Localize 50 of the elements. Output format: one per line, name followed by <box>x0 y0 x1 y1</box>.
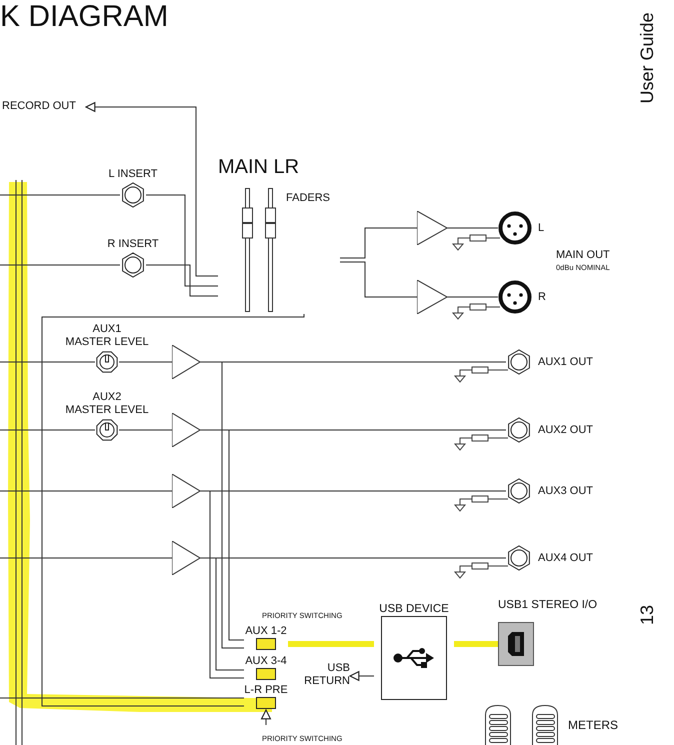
page-number: 13 <box>638 604 658 626</box>
control-label: R INSERT <box>107 238 159 251</box>
control-label: AUX2 <box>92 391 122 404</box>
output-label: MAIN OUT <box>556 249 610 262</box>
signal-line <box>0 490 172 492</box>
output-label: AUX3 OUT <box>538 484 594 498</box>
signal-line <box>446 296 498 298</box>
signal-line <box>200 430 244 640</box>
signal-line <box>454 641 498 647</box>
port-label: USB1 STEREO I/O <box>498 599 598 612</box>
output-label: L <box>538 222 544 234</box>
signal-line <box>200 362 244 648</box>
output-label: AUX1 OUT <box>538 356 594 368</box>
signal-label: USB RETURN <box>294 662 350 690</box>
amplifier-triangle <box>417 211 447 245</box>
page-header: User Guide <box>638 12 658 104</box>
switch-label: AUX 1-2 <box>245 625 287 638</box>
signal-arrow <box>349 671 374 681</box>
signal-line <box>0 264 120 266</box>
amplifier-triangle <box>172 345 200 379</box>
output-label: R <box>538 290 546 304</box>
signal-line <box>288 641 374 647</box>
switch-label: AUX 3-4 <box>245 655 287 668</box>
signal-line <box>200 490 244 678</box>
amplifier-triangle <box>172 541 200 575</box>
signal-line <box>340 262 418 298</box>
signal-line <box>200 558 244 670</box>
signal-arrow <box>85 102 218 276</box>
signal-arrow <box>261 709 271 726</box>
output-label: AUX4 OUT <box>538 552 594 564</box>
amplifier-triangle <box>172 413 200 447</box>
control-label: AUX1 <box>92 323 122 336</box>
control-label: FADERS <box>286 192 330 205</box>
signal-label: RECORD OUT <box>2 100 86 114</box>
amplifier-triangle <box>417 280 447 314</box>
device-label: USB DEVICE <box>379 603 449 616</box>
signal-line <box>146 264 218 296</box>
switch-label: L-R PRE <box>244 684 288 697</box>
output-label: AUX2 OUT <box>538 424 594 436</box>
control-label: MASTER LEVEL <box>65 404 149 417</box>
amplifier-triangle <box>172 474 200 508</box>
control-label: L INSERT <box>108 168 158 181</box>
control-label: MASTER LEVEL <box>65 336 149 349</box>
signal-line <box>42 314 304 706</box>
section-label: METERS <box>568 718 618 732</box>
diagram-title: K DIAGRAM <box>0 0 168 34</box>
section-heading: MAIN LR <box>218 156 300 179</box>
signal-line <box>146 194 218 286</box>
signal-line <box>0 194 120 196</box>
signal-line <box>340 228 418 258</box>
